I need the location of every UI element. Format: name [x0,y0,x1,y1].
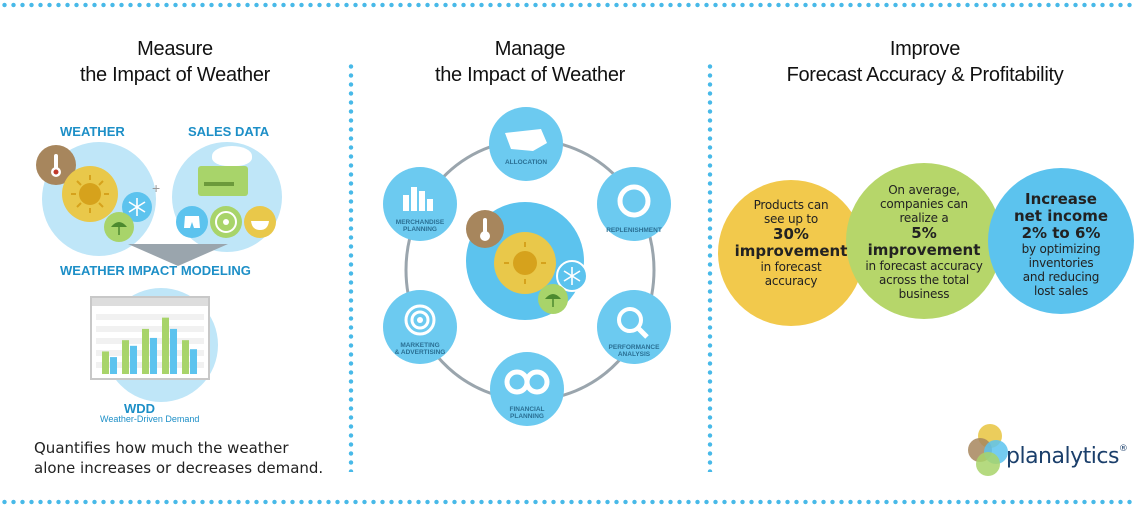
blue-big1: Increase [1025,190,1097,208]
bottom-dotted-border [0,499,1136,505]
manage-title: Manage the Impact of Weather [385,36,675,88]
measure-title: Measure the Impact of Weather [30,36,320,88]
measure-description-line1: Quantifies how much the weather [34,439,289,457]
center-umbrella-icon [538,284,568,314]
measure-title-line2: the Impact of Weather [79,64,271,86]
fan-icon [210,206,242,238]
node-financial-label: FINANCIAL PLANNING [490,406,564,420]
thumbnail-bar [130,345,137,374]
yellow-line1: Products can [753,198,829,212]
thumbnail-bar [190,349,197,374]
thumbnail-bar [110,357,117,374]
measure-description: Quantifies how much the weather alone in… [34,438,354,478]
node-marketing-label: MARKETING & ADVERTISING [383,342,457,356]
node-marketing: MARKETING & ADVERTISING [383,290,457,364]
node-merchandise: MERCHANDISE PLANNING [383,167,457,241]
center-sun-icon [494,232,556,294]
sun-icon [62,166,118,222]
blue-big2: net income [1013,207,1109,225]
green-line1: On average, [888,183,960,197]
node-marketing-line1: MARKETING [400,342,440,349]
node-performance-label: PERFORMANCE ANALYSIS [597,344,671,358]
funnel-arrow [128,244,228,266]
yellow-line3: in forecast [760,260,822,274]
logo-wordmark: planalytics [1006,444,1119,469]
yellow-line2: see up to [763,212,819,226]
node-marketing-line2: & ADVERTISING [394,349,446,356]
green-line2: companies can [880,197,968,211]
improve-title: Improve Forecast Accuracy & Profitabilit… [740,36,1110,88]
blue-line1: by optimizing [1021,242,1101,256]
wdd-label: WDD [124,401,156,416]
yellow-big2: improvement [734,242,848,260]
green-line5: across the total [878,273,970,287]
blue-big3: 2% to 6% [1021,224,1101,242]
bubble-green-text: On average, companies can realize a 5% i… [856,183,992,301]
divider-right [707,62,713,472]
divider-left [348,62,354,472]
bubble-blue-text: Increase net income 2% to 6% by optimizi… [998,190,1124,299]
soup-bowl-icon [244,206,276,238]
green-line3: realize a [899,211,949,225]
thumbnail-bar [150,337,157,374]
measure-title-line1: Measure [137,38,213,60]
sales-data-label: SALES DATA [188,124,270,139]
bubble-yellow [718,180,864,326]
thumbnail-bar [142,328,149,374]
node-replenishment-label: REPLENISHMENT [606,227,662,234]
yellow-big1: 30% [773,225,809,243]
weather-impact-modeling-label: WEATHER IMPACT MODELING [60,263,251,278]
bubble-green [846,163,1002,319]
node-performance-line2: ANALYSIS [617,351,651,358]
yellow-line4: accuracy [764,274,818,288]
measure-description-line2: alone increases or decreases demand. [34,459,324,477]
bubble-yellow-text: Products can see up to 30% improvement i… [728,198,854,288]
thumbnail-bar [102,351,109,374]
node-merchandise-line2: PLANNING [403,226,437,233]
green-big1: 5% [911,224,937,242]
hand-icon [212,146,252,166]
node-replenishment: REPLENISHMENT [597,167,671,241]
thumbnail-bar [182,340,189,374]
improve-title-line2: Forecast Accuracy & Profitability [786,64,1064,86]
wdd-sublabel: Weather-Driven Demand [100,414,200,424]
node-financial-line1: FINANCIAL [509,406,545,413]
blue-line4: lost sales [1033,284,1089,298]
center-thermometer-icon [466,210,504,248]
thumbnail-bar [162,317,169,374]
green-big2: improvement [867,241,981,259]
node-allocation-label: ALLOCATION [504,159,548,166]
monitor-icon [90,296,210,380]
thumbnail-grid-band [96,314,204,320]
green-line4: in forecast accuracy [865,259,983,273]
blue-line2: inventories [1028,256,1094,270]
blue-line3: and reducing [1022,270,1100,284]
shorts-icon [176,206,208,238]
node-performance-line1: PERFORMANCE [608,344,660,351]
thumbnail-grid-band [96,326,204,332]
green-line6: business [898,287,950,301]
credit-card-icon [198,166,248,196]
node-allocation: ALLOCATION [489,107,563,181]
logo-registered-mark: ® [1118,444,1128,454]
manage-title-line1: Manage [494,38,566,60]
planalytics-logo-text: planalytics® [1006,444,1128,469]
weather-label: WEATHER [60,124,125,139]
planalytics-logo-mark [968,424,1010,476]
wdd-bar-chart [96,314,204,374]
node-financial: FINANCIAL PLANNING [490,352,564,426]
top-dotted-border [0,2,1136,8]
node-financial-line2: PLANNING [510,413,544,420]
bubble-blue [988,168,1134,314]
node-performance: PERFORMANCE ANALYSIS [597,290,671,364]
thumbnail-bar [170,328,177,374]
manage-title-line2: the Impact of Weather [434,64,626,86]
node-merchandise-label: MERCHANDISE PLANNING [383,219,457,233]
thumbnail-bar [122,340,129,374]
umbrella-icon [104,212,134,242]
improve-title-line1: Improve [889,38,961,60]
plus-sign: + [152,180,161,196]
node-merchandise-line1: MERCHANDISE [395,219,445,226]
